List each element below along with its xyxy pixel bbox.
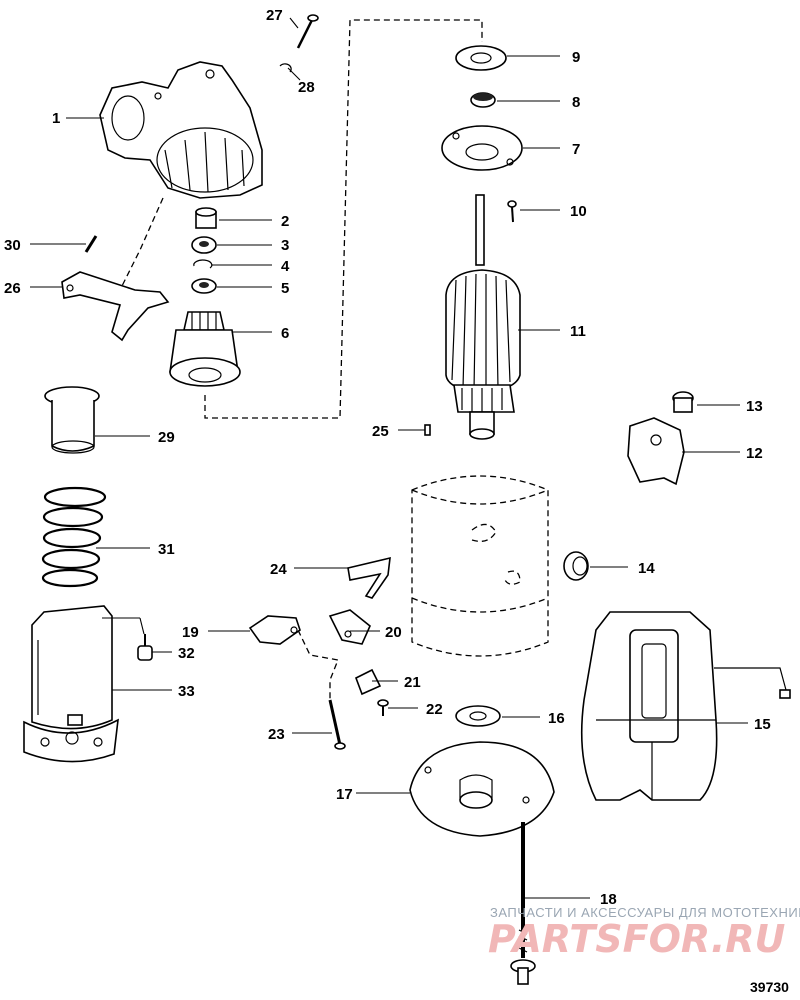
grommet [563, 551, 589, 581]
solenoid [23, 605, 119, 763]
commutator-end-plate [441, 125, 523, 171]
callout-30: 30 [4, 237, 21, 254]
screw-small [507, 200, 517, 223]
watermark-logo: PARTSFOR.RU [488, 917, 786, 961]
brush-spring [347, 556, 391, 599]
callout-18: 18 [600, 891, 617, 908]
pivot-pin [84, 235, 98, 253]
brush-holder-grounded [328, 609, 371, 645]
plunger-spring [41, 486, 107, 588]
callout-11: 11 [570, 323, 586, 340]
woodruff-key [424, 424, 431, 436]
callout-19: 19 [182, 624, 199, 641]
callout-33: 33 [178, 683, 195, 700]
figure-number: 39730 [750, 979, 789, 995]
thrust-washer [455, 45, 507, 71]
field-coils [580, 611, 791, 801]
callout-1: 1 [52, 110, 60, 127]
pinion-collar [191, 278, 217, 294]
assembly-path-2 [114, 197, 164, 301]
callout-labels: 1 2 3 4 5 6 7 8 9 10 11 12 13 14 15 16 1… [4, 7, 771, 908]
callout-15: 15 [754, 716, 771, 733]
callout-7: 7 [572, 141, 580, 158]
solenoid-screw [137, 634, 153, 661]
brush [354, 668, 382, 696]
leader-lines [30, 17, 748, 899]
callout-10: 10 [570, 203, 587, 220]
assembly-path [204, 19, 483, 419]
assembly-path-3 [297, 629, 339, 700]
cover-band [627, 417, 685, 486]
callout-17: 17 [336, 786, 353, 803]
callout-12: 12 [746, 445, 763, 462]
callout-16: 16 [548, 710, 565, 727]
callout-22: 22 [426, 701, 443, 718]
bushing [470, 92, 496, 108]
callout-13: 13 [746, 398, 763, 415]
sleeve [195, 207, 217, 229]
callout-9: 9 [572, 49, 580, 66]
collar [191, 236, 217, 254]
through-bolt [510, 822, 536, 985]
callout-6: 6 [281, 325, 289, 342]
callout-3: 3 [281, 237, 289, 254]
end-cap [409, 741, 555, 837]
watermark-tagline: ЗАПЧАСТИ И АКСЕССУАРЫ ДЛЯ МОТОТЕХНИКИ [490, 905, 800, 920]
callout-14: 14 [638, 560, 655, 577]
callout-25: 25 [372, 423, 389, 440]
callout-24: 24 [270, 561, 287, 578]
callout-23: 23 [268, 726, 285, 743]
callout-8: 8 [572, 94, 580, 111]
callout-21: 21 [404, 674, 421, 691]
drive-end-housing [99, 61, 263, 199]
through-bolt-small [296, 14, 319, 49]
snap-ring [193, 259, 213, 269]
callout-2: 2 [281, 213, 289, 230]
callout-26: 26 [4, 280, 21, 297]
armature [445, 194, 521, 440]
callout-4: 4 [281, 258, 290, 275]
callout-31: 31 [158, 541, 175, 558]
drive-assembly [169, 311, 241, 387]
brush-screw [377, 699, 389, 716]
callout-20: 20 [385, 624, 402, 641]
washer [455, 705, 501, 727]
callout-27: 27 [266, 7, 283, 24]
callout-29: 29 [158, 429, 175, 446]
brush-holder-insulated [248, 615, 301, 645]
plug [672, 391, 694, 413]
retaining-ring [279, 63, 292, 73]
bearing-sleeve [44, 386, 100, 454]
shift-lever [61, 271, 170, 342]
callout-32: 32 [178, 645, 195, 662]
callout-5: 5 [281, 280, 289, 297]
brush-pin [328, 699, 346, 750]
callout-28: 28 [298, 79, 315, 96]
field-frame [411, 475, 549, 657]
